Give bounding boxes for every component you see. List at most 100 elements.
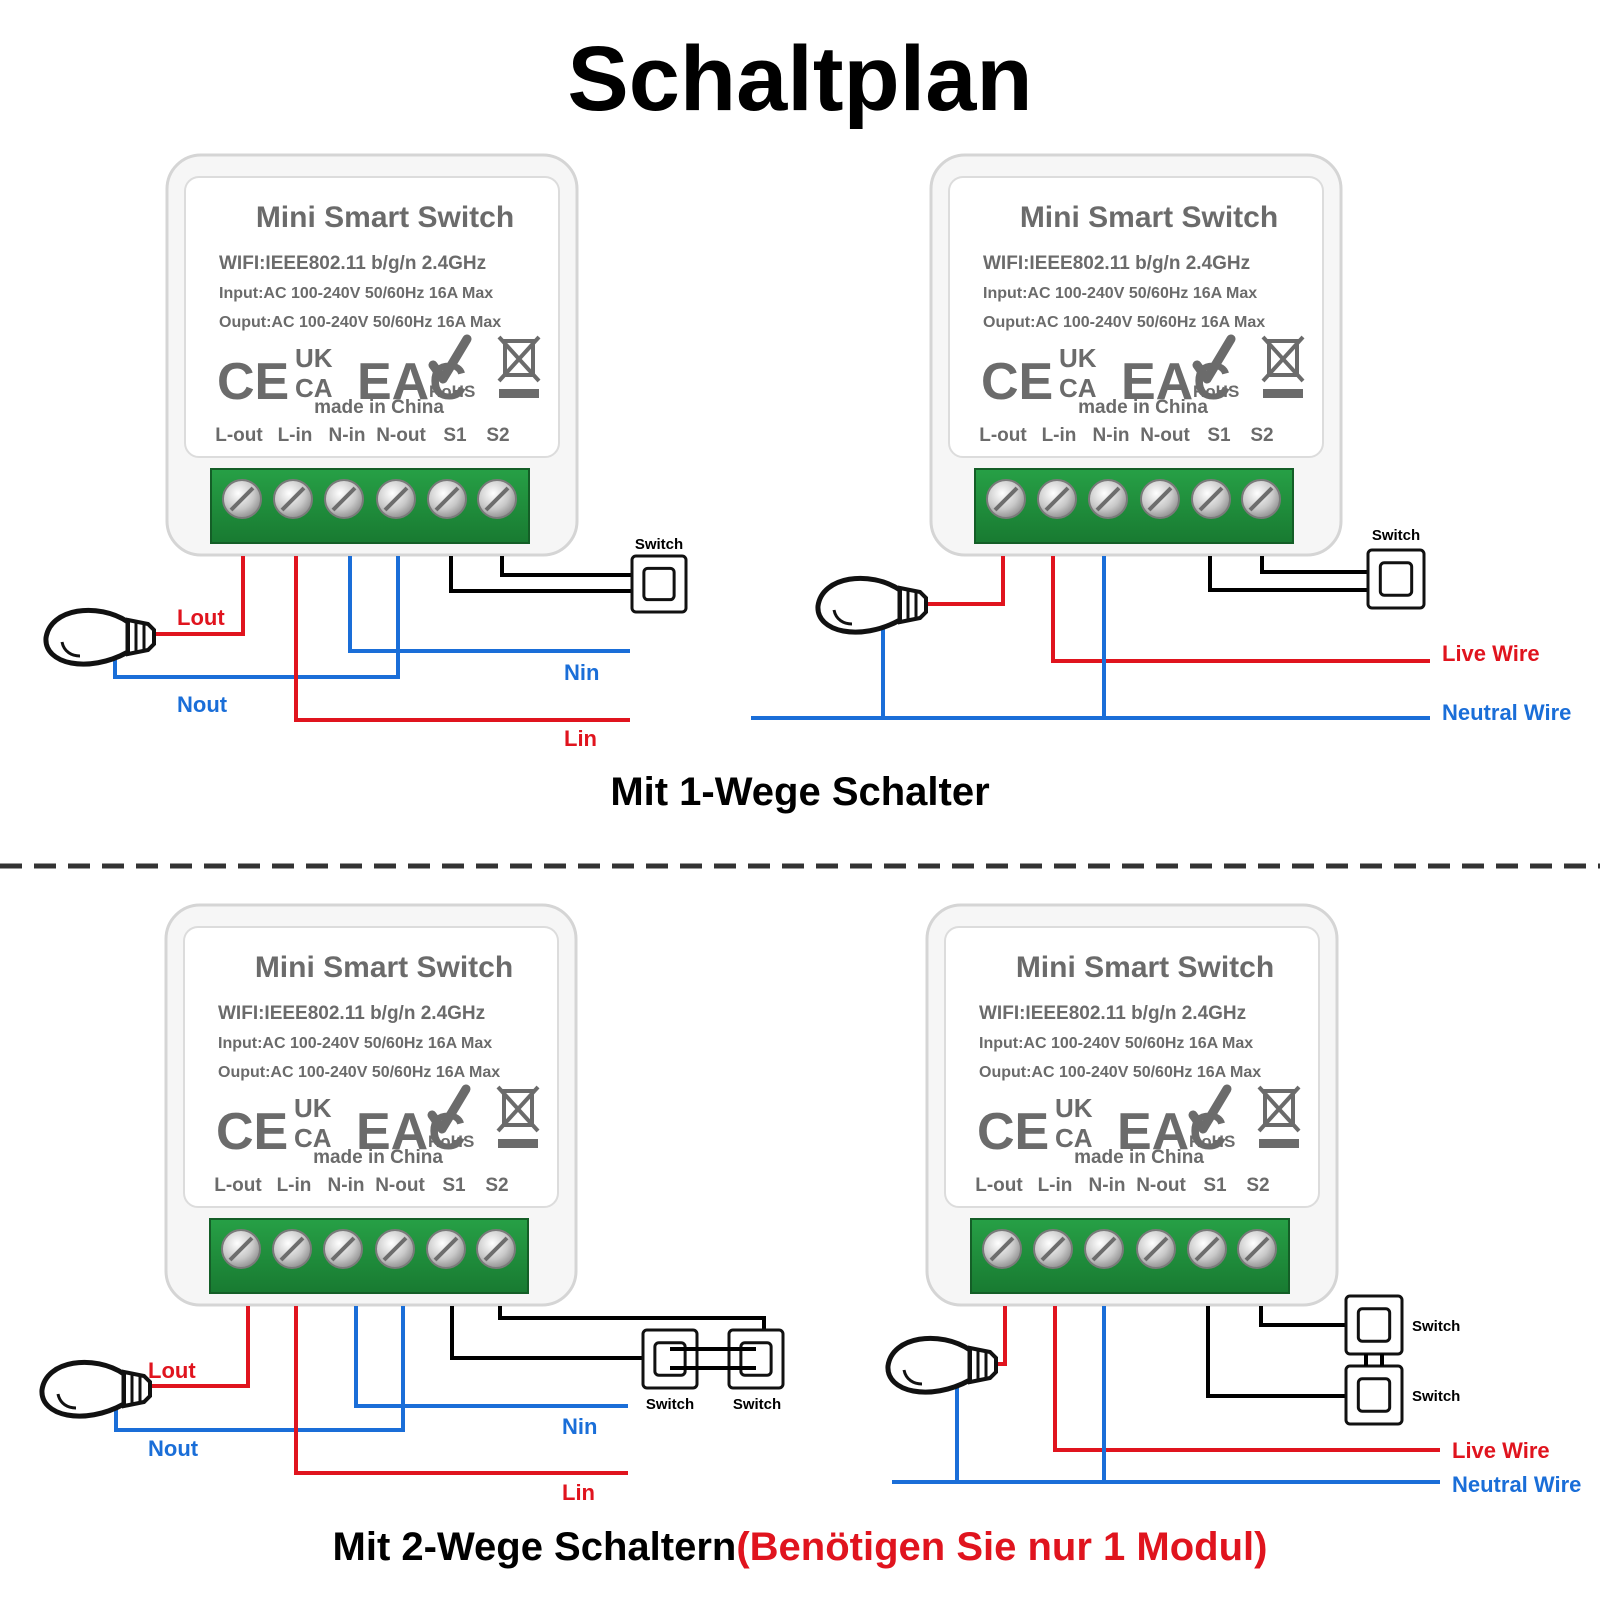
wire <box>1206 1306 1346 1398</box>
wire <box>1051 556 1430 663</box>
two-way-switch-icon <box>727 1328 785 1390</box>
terminal-block <box>970 1218 1290 1294</box>
module-wifi-spec: WIFI:IEEE802.11 b/g/n 2.4GHz <box>218 1003 485 1024</box>
terminal-screw <box>1088 479 1128 519</box>
lout-label: Lout <box>177 605 225 630</box>
terminal-screw <box>323 1229 363 1269</box>
terminal-label: S2 <box>485 1175 508 1196</box>
terminal-label: S1 <box>442 1175 466 1196</box>
weee-bin-icon <box>1261 335 1305 398</box>
wall-switch-icon <box>1344 1364 1404 1426</box>
terminal-label: N-in <box>328 1175 365 1196</box>
terminal-label: L-in <box>277 1175 312 1196</box>
ca-mark: CA <box>1059 373 1097 403</box>
wire <box>348 556 630 653</box>
switch-label: Switch <box>733 1396 781 1413</box>
switch-label: Switch <box>1372 527 1420 544</box>
wall-switch-icon <box>1366 548 1426 610</box>
terminal-screw <box>375 1229 415 1269</box>
lin-label: Lin <box>564 726 597 751</box>
page-title: Schaltplan <box>567 28 1032 130</box>
module-wifi-spec: WIFI:IEEE802.11 b/g/n 2.4GHz <box>219 253 486 274</box>
neutral-wire-label: Neutral Wire <box>1442 700 1571 725</box>
terminal-screw <box>222 479 262 519</box>
wire <box>128 556 245 636</box>
wire <box>294 1306 628 1475</box>
wire <box>500 556 632 577</box>
ce-mark: CE <box>981 353 1053 411</box>
switch-label: Switch <box>1412 1388 1460 1405</box>
weee-bin-icon <box>497 335 541 398</box>
terminal-screw <box>982 1229 1022 1269</box>
module-name: Mini Smart Switch <box>1020 201 1278 234</box>
module-input-spec: Input:AC 100-240V 50/60Hz 16A Max <box>983 285 1257 302</box>
terminal-label: N-in <box>1089 1175 1126 1196</box>
module-output-spec: Ouput:AC 100-240V 50/60Hz 16A Max <box>219 314 501 331</box>
terminal-label: N-out <box>375 1175 425 1196</box>
terminal-screw <box>1191 479 1231 519</box>
ce-mark: CE <box>977 1103 1049 1161</box>
terminal-label: S2 <box>1250 425 1273 446</box>
terminal-screw <box>1033 1229 1073 1269</box>
light-bulb-icon <box>43 607 156 667</box>
terminal-screw <box>324 479 364 519</box>
uk-mark: UK <box>1055 1093 1093 1123</box>
wire <box>126 1306 250 1388</box>
wire <box>114 1306 405 1432</box>
rohs-mark: RoHS <box>429 382 475 401</box>
module-origin: made in China <box>1078 397 1208 418</box>
uk-mark: UK <box>295 343 333 373</box>
terminal-block <box>209 1218 529 1294</box>
module-output-spec: Ouput:AC 100-240V 50/60Hz 16A Max <box>983 314 1265 331</box>
weee-bin-icon <box>1257 1085 1301 1148</box>
wire <box>354 1306 628 1408</box>
rohs-mark: RoHS <box>428 1132 474 1151</box>
section-two-way-main: Mit 2-Wege Schaltern <box>333 1525 737 1569</box>
terminal-label: L-in <box>278 425 313 446</box>
nout-label: Nout <box>177 692 228 717</box>
terminal-label: S1 <box>443 425 467 446</box>
terminal-label: L-in <box>1038 1175 1073 1196</box>
weee-bin-icon <box>496 1085 540 1148</box>
terminal-screw <box>477 479 517 519</box>
section-two-way-caption: Mit 2-Wege Schaltern(Benötigen Sie nur 1… <box>333 1525 1268 1569</box>
rohs-mark: RoHS <box>1189 1132 1235 1151</box>
terminal-label: L-out <box>979 425 1027 446</box>
module-label-panel <box>184 176 560 458</box>
wire <box>1053 1306 1440 1452</box>
light-bulb-icon <box>815 575 928 635</box>
section-one-way-caption: Mit 1-Wege Schalter <box>610 770 989 814</box>
terminal-screw <box>273 479 313 519</box>
wire <box>900 556 1005 606</box>
wire <box>1260 556 1368 574</box>
nout-label: Nout <box>148 1436 199 1461</box>
rohs-mark: RoHS <box>1193 382 1239 401</box>
terminal-screw <box>426 1229 466 1269</box>
terminal-screw <box>376 479 416 519</box>
module-origin: made in China <box>313 1147 443 1168</box>
terminal-block <box>974 468 1294 544</box>
two-way-switch-icon <box>641 1328 699 1390</box>
module-output-spec: Ouput:AC 100-240V 50/60Hz 16A Max <box>218 1064 500 1081</box>
wire <box>294 556 630 722</box>
module-input-spec: Input:AC 100-240V 50/60Hz 16A Max <box>979 1035 1253 1052</box>
wire <box>1208 556 1368 592</box>
wire <box>1259 1306 1346 1327</box>
terminal-block <box>210 468 530 544</box>
light-bulb-icon <box>885 1335 998 1395</box>
switch-label: Switch <box>1412 1318 1460 1335</box>
ce-mark: CE <box>216 1103 288 1161</box>
terminal-label: N-in <box>1093 425 1130 446</box>
ca-mark: CA <box>294 1123 332 1153</box>
terminal-screw <box>221 1229 261 1269</box>
module-origin: made in China <box>314 397 444 418</box>
terminal-label: N-out <box>1140 425 1190 446</box>
